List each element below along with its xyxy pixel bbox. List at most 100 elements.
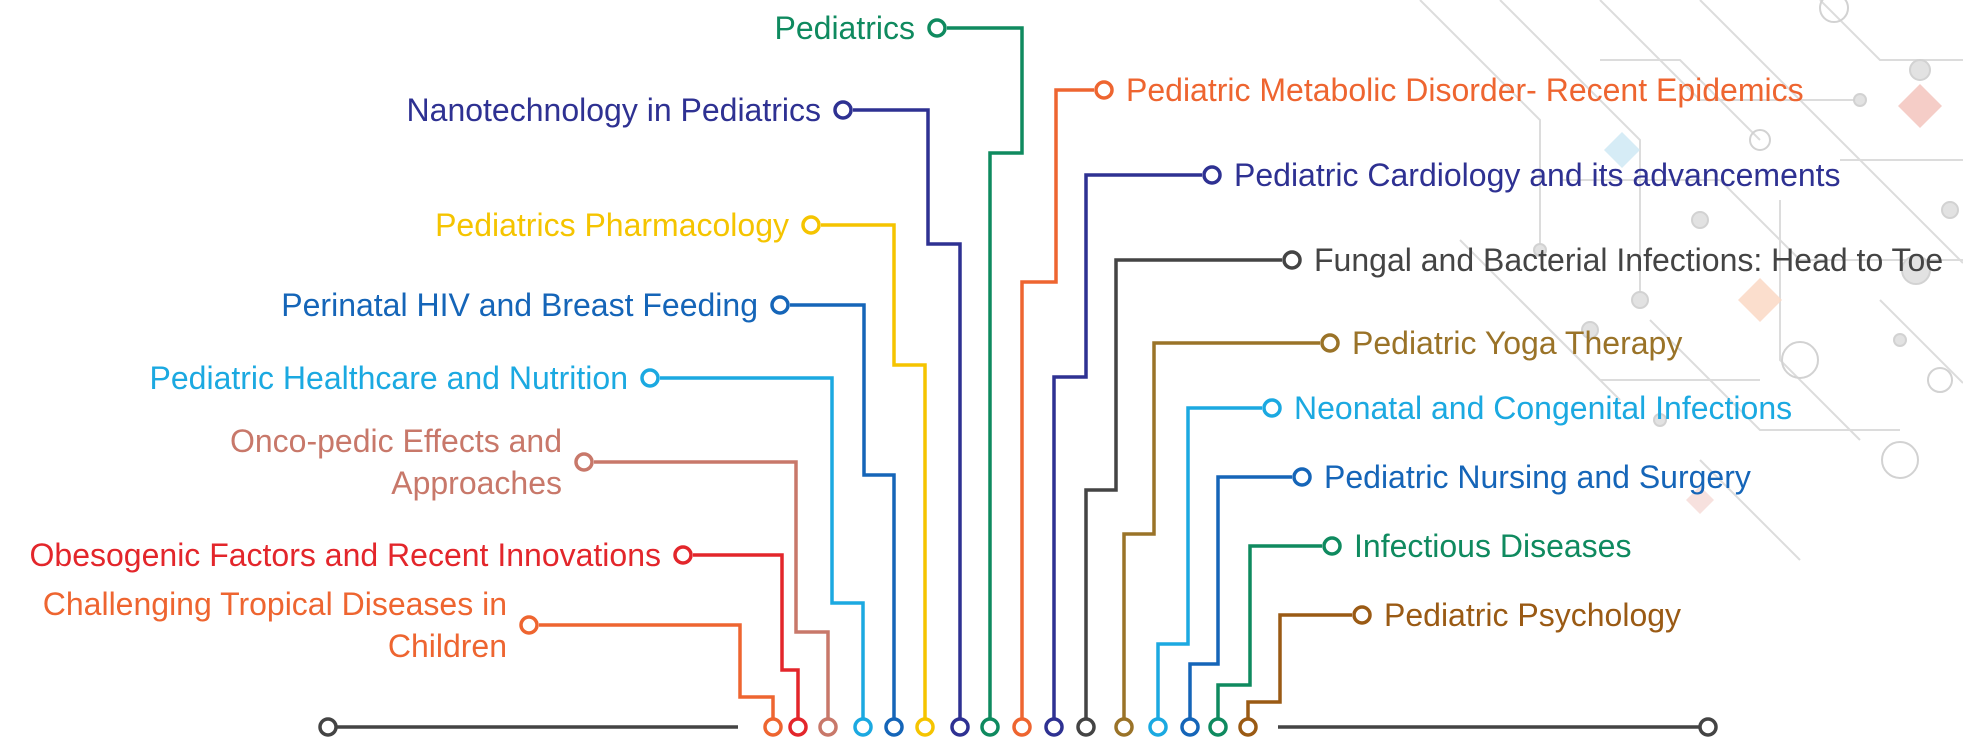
base-node	[818, 717, 838, 737]
topic-label: Infectious Diseases	[1354, 528, 1631, 564]
label-node	[1282, 250, 1302, 270]
connector-line	[1156, 406, 1262, 718]
baseline-right-node	[1698, 717, 1718, 737]
base-node	[980, 717, 1000, 737]
topic-label: Challenging Tropical Diseases in	[43, 586, 507, 622]
base-node	[853, 717, 873, 737]
decor-circuit-line	[1519, 299, 1621, 401]
label-node	[640, 368, 660, 388]
topic-fungal-bacterial: Fungal and Bacterial Infections: Head to…	[1076, 242, 1943, 737]
topic-label: Obesogenic Factors and Recent Innovation…	[30, 537, 661, 573]
label-node	[1202, 165, 1222, 185]
label-node	[673, 545, 693, 565]
topic-label: Pediatric Psychology	[1384, 597, 1681, 633]
connector-line	[1188, 475, 1292, 718]
topic-nursing-surgery: Pediatric Nursing and Surgery	[1180, 459, 1751, 737]
base-node	[1012, 717, 1032, 737]
connector-line	[1216, 544, 1322, 718]
decor-circuit-line	[1649, 319, 1900, 431]
label-node	[1352, 605, 1372, 625]
label-node	[1320, 333, 1340, 353]
label-node	[519, 615, 539, 635]
label-node	[574, 452, 594, 472]
base-node	[763, 717, 783, 737]
decor-circuit-line	[1600, 59, 1761, 141]
decor-circuit-node	[1909, 59, 1931, 81]
base-node	[1044, 717, 1064, 737]
topic-label: Pediatric Yoga Therapy	[1352, 325, 1682, 361]
decor-circuit-line	[1819, 0, 1963, 61]
topic-label: Pediatrics Pharmacology	[435, 207, 789, 243]
topic-label: Neonatal and Congenital Infections	[1294, 390, 1792, 426]
topic-label: Pediatric Healthcare and Nutrition	[150, 360, 628, 396]
label-node	[1262, 398, 1282, 418]
topic-label: Onco-pedic Effects and	[230, 423, 562, 459]
decor-circuit-node	[1927, 367, 1953, 393]
decor-circuit-line	[1779, 200, 1861, 441]
topic-pediatrics: Pediatrics	[775, 10, 1024, 737]
label-node	[927, 18, 947, 38]
decor-circuit-node	[1653, 413, 1667, 427]
topic-obesogenic: Obesogenic Factors and Recent Innovation…	[30, 537, 808, 737]
topic-pharmacology: Pediatrics Pharmacology	[435, 207, 935, 737]
connector-line	[821, 223, 927, 718]
connector-line	[853, 108, 962, 718]
topic-neonatal-congenital: Neonatal and Congenital Infections	[1148, 390, 1792, 737]
decor-circuit-node	[1819, 0, 1849, 23]
topic-label: Nanotechnology in Pediatrics	[407, 92, 821, 128]
base-node	[1208, 717, 1228, 737]
topic-metabolic-disorder: Pediatric Metabolic Disorder- Recent Epi…	[1012, 72, 1804, 737]
connector-line	[594, 460, 830, 718]
decor-circuit-line	[1699, 459, 1801, 561]
decor-circuit-node	[1881, 441, 1919, 479]
topic-tropical-diseases: Challenging Tropical Diseases in Children	[43, 586, 783, 737]
decor-diamond	[1686, 486, 1714, 514]
decor-diamond	[1738, 278, 1782, 322]
label-node	[833, 100, 853, 120]
connector-line	[1020, 88, 1094, 718]
decor-circuit-node	[1691, 211, 1709, 229]
decor-circuit-node	[1853, 93, 1867, 107]
topic-psychology: Pediatric Psychology	[1238, 597, 1681, 737]
decor-circuit-line	[1499, 0, 1641, 300]
topic-label: Pediatrics	[775, 10, 916, 46]
topic-perinatal-hiv: Perinatal HIV and Breast Feeding	[281, 287, 904, 737]
background-circuit-pattern	[1419, 0, 1963, 561]
label-node	[801, 215, 821, 235]
topic-cardiology: Pediatric Cardiology and its advancement…	[1044, 157, 1841, 737]
connector-line	[1084, 258, 1282, 718]
base-node	[1114, 717, 1134, 737]
base-node	[1076, 717, 1096, 737]
decor-circuit-node	[1893, 333, 1907, 347]
topic-label: Pediatric Cardiology and its advancement…	[1234, 157, 1841, 193]
label-node	[1292, 467, 1312, 487]
connector-line	[660, 376, 865, 718]
topic-yoga-therapy: Pediatric Yoga Therapy	[1114, 325, 1682, 737]
decor-circuit-line	[1419, 0, 1541, 250]
topic-label: Approaches	[391, 465, 562, 501]
base-node	[1148, 717, 1168, 737]
topic-infectious-diseases: Infectious Diseases	[1208, 528, 1631, 737]
topic-label: Pediatric Metabolic Disorder- Recent Epi…	[1126, 72, 1804, 108]
base-node	[788, 717, 808, 737]
base-node	[915, 717, 935, 737]
topic-label: Children	[388, 628, 507, 664]
decor-circuit-line	[1599, 0, 1860, 101]
decor-circuit-node	[1533, 243, 1547, 257]
base-node	[950, 717, 970, 737]
connector-line	[790, 303, 896, 718]
decor-circuit-node	[1901, 255, 1931, 285]
topic-label: Fungal and Bacterial Infections: Head to…	[1314, 242, 1943, 278]
base-node	[1180, 717, 1200, 737]
topic-nanotechnology: Nanotechnology in Pediatrics	[407, 92, 970, 737]
base-node	[884, 717, 904, 737]
label-node	[770, 295, 790, 315]
decor-circuit-node	[1749, 129, 1771, 151]
topic-label: Pediatric Nursing and Surgery	[1324, 459, 1751, 495]
baseline-track	[318, 717, 1718, 737]
connector-line	[539, 623, 775, 718]
